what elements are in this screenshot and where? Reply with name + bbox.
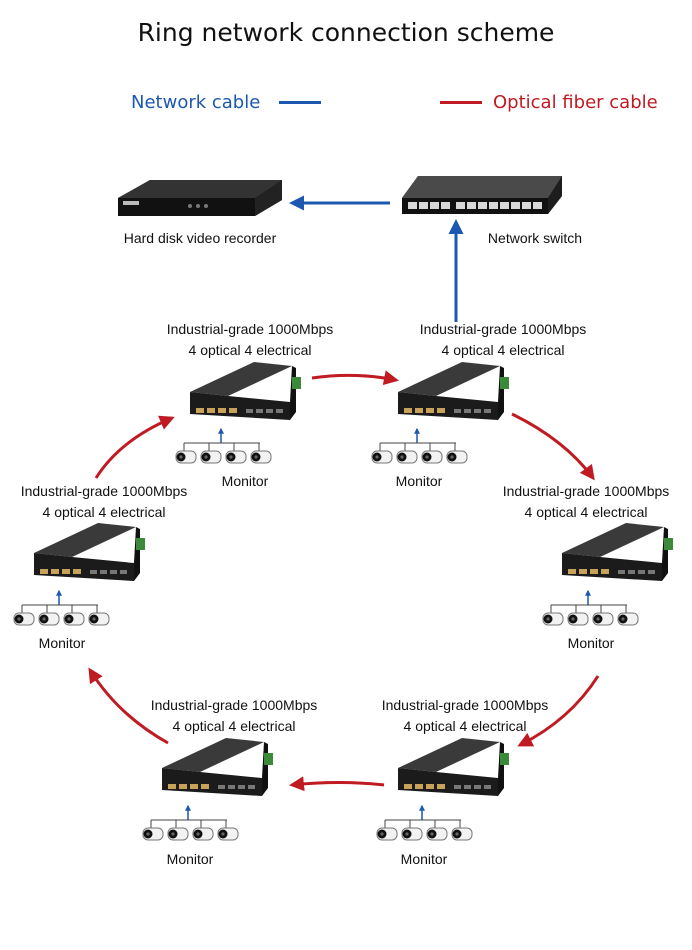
camera-icon (250, 450, 272, 464)
camera-icon (175, 450, 197, 464)
node-1-title: Industrial-grade 1000Mbps (166, 321, 334, 337)
fiber-n6-to-n1 (94, 415, 175, 479)
camera-icon (167, 827, 189, 841)
fiber-n5-to-n6 (88, 667, 169, 745)
node-1-caption: Industrial-grade 1000Mbps 4 optical 4 el… (134, 319, 366, 361)
camera-icon (38, 612, 60, 626)
camera-group-1 (175, 427, 272, 464)
camera-icon (376, 827, 398, 841)
node-5-title: Industrial-grade 1000Mbps (150, 697, 318, 713)
camera-icon (217, 827, 239, 841)
camera-icon (142, 827, 164, 841)
node-1-subtitle: 4 optical 4 electrical (188, 342, 312, 358)
page-title: Ring network connection scheme (137, 18, 555, 47)
camera-icon (401, 827, 423, 841)
node-3-monitor-label: Monitor (567, 635, 615, 651)
legend-optical-fiber-line (440, 101, 482, 104)
camera-icon (426, 827, 448, 841)
fiber-n3-to-n4 (517, 675, 600, 747)
fiber-n2-to-n3 (511, 412, 595, 481)
camera-icon (421, 450, 443, 464)
dvr-icon (118, 180, 282, 216)
industrial-switch-6 (34, 523, 145, 581)
camera-group-4 (376, 804, 473, 841)
industrial-switch-3 (562, 523, 673, 581)
camera-icon (617, 612, 639, 626)
camera-icon (63, 612, 85, 626)
node-5-caption: Industrial-grade 1000Mbps 4 optical 4 el… (118, 695, 350, 737)
camera-icon (371, 450, 393, 464)
node-5-subtitle: 4 optical 4 electrical (172, 718, 296, 734)
node-4-monitor-label: Monitor (400, 851, 448, 867)
node-2-subtitle: 4 optical 4 electrical (441, 342, 565, 358)
node-3-title: Industrial-grade 1000Mbps (502, 483, 670, 499)
node-3-subtitle: 4 optical 4 electrical (524, 504, 648, 520)
camera-icon (192, 827, 214, 841)
node-1-monitor-label: Monitor (221, 473, 269, 489)
node-4-subtitle: 4 optical 4 electrical (403, 718, 527, 734)
legend-network-cable-line (279, 101, 321, 104)
industrial-switch-4 (398, 738, 509, 796)
node-2-monitor-label: Monitor (395, 473, 443, 489)
camera-group-3 (542, 589, 639, 626)
camera-icon (567, 612, 589, 626)
node-6-title: Industrial-grade 1000Mbps (20, 483, 188, 499)
switch-label: Network switch (487, 230, 583, 246)
camera-group-6 (13, 589, 110, 626)
industrial-switch-1 (190, 362, 301, 420)
fiber-n4-to-n5 (289, 776, 385, 792)
recorder-label: Hard disk video recorder (123, 230, 277, 246)
camera-icon (396, 450, 418, 464)
node-6-caption: Industrial-grade 1000Mbps 4 optical 4 el… (2, 481, 206, 523)
camera-icon (200, 450, 222, 464)
node-3-caption: Industrial-grade 1000Mbps 4 optical 4 el… (470, 481, 692, 523)
camera-icon (88, 612, 110, 626)
camera-icon (451, 827, 473, 841)
network-switch-icon (402, 176, 562, 214)
camera-icon (592, 612, 614, 626)
node-6-monitor-label: Monitor (38, 635, 86, 651)
node-4-caption: Industrial-grade 1000Mbps 4 optical 4 el… (349, 695, 581, 737)
camera-group-5 (142, 804, 239, 841)
node-2-title: Industrial-grade 1000Mbps (419, 321, 587, 337)
industrial-switch-2 (398, 362, 509, 420)
camera-icon (446, 450, 468, 464)
camera-icon (542, 612, 564, 626)
fiber-n1-to-n2 (311, 370, 399, 386)
node-6-subtitle: 4 optical 4 electrical (42, 504, 166, 520)
legend-optical-fiber-label: Optical fiber cable (493, 92, 658, 113)
camera-icon (13, 612, 35, 626)
camera-icon (225, 450, 247, 464)
node-4-title: Industrial-grade 1000Mbps (381, 697, 549, 713)
node-2-caption: Industrial-grade 1000Mbps 4 optical 4 el… (387, 319, 619, 361)
camera-group-2 (371, 427, 468, 464)
node-5-monitor-label: Monitor (166, 851, 214, 867)
industrial-switch-5 (162, 738, 273, 796)
legend-network-cable-label: Network cable (131, 92, 261, 113)
